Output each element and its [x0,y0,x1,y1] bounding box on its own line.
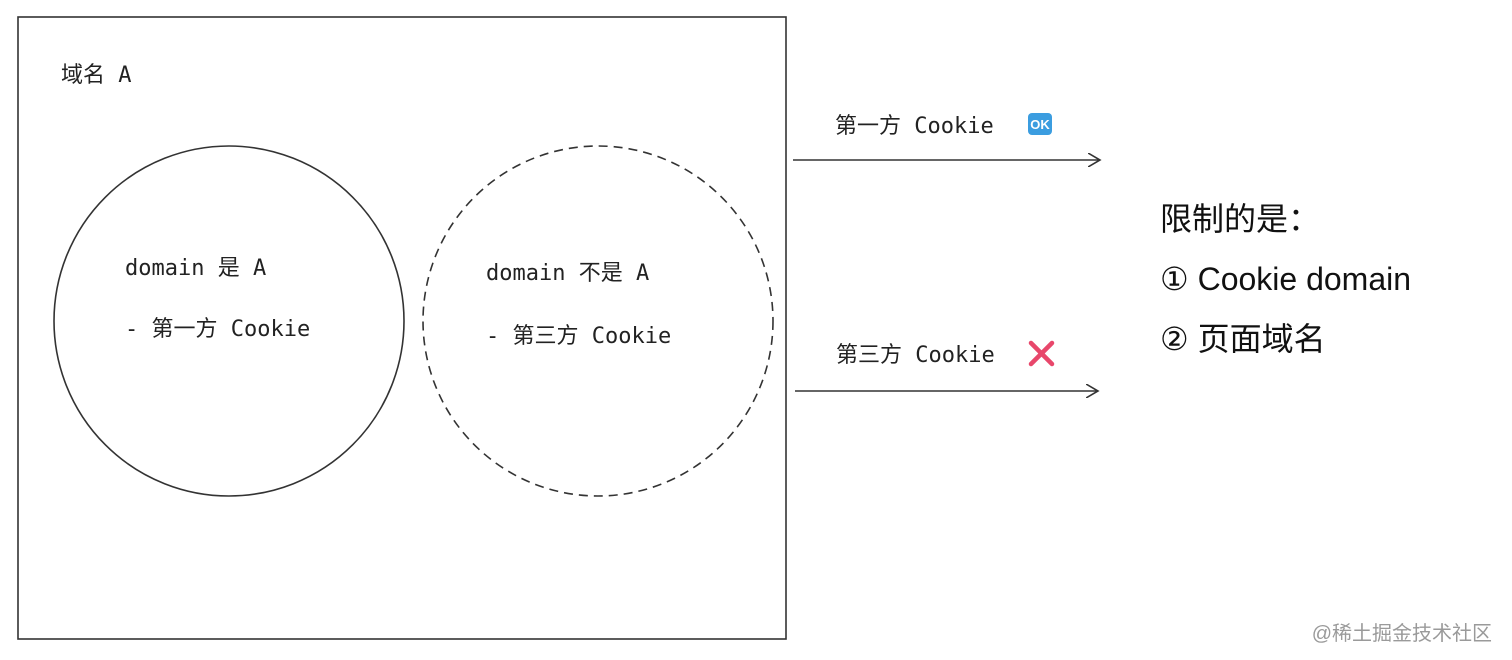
ok-badge-text: OK [1030,117,1050,132]
first-party-arrow-label: 第一方 Cookie [835,114,994,139]
third-party-circle-line2: - 第三方 Cookie [486,324,671,349]
third-party-circle [422,145,774,497]
domain-box [17,16,787,640]
watermark: @稀土掘金技术社区 [1312,622,1492,645]
first-party-circle [53,145,405,497]
third-party-circle-line1: domain 不是 A [486,261,649,286]
third-party-arrow-label: 第三方 Cookie [836,343,995,368]
domain-box-title: 域名 A [61,63,132,88]
restriction-heading: 限制的是： [1160,201,1320,237]
restriction-item-2: ② 页面域名 [1160,321,1326,357]
first-party-circle-line2: - 第一方 Cookie [125,317,310,342]
cross-mark-icon [1028,340,1055,367]
first-party-circle-line1: domain 是 A [125,256,266,281]
ok-badge-icon: OK [1028,113,1052,135]
restriction-item-1: ① Cookie domain [1160,261,1411,297]
